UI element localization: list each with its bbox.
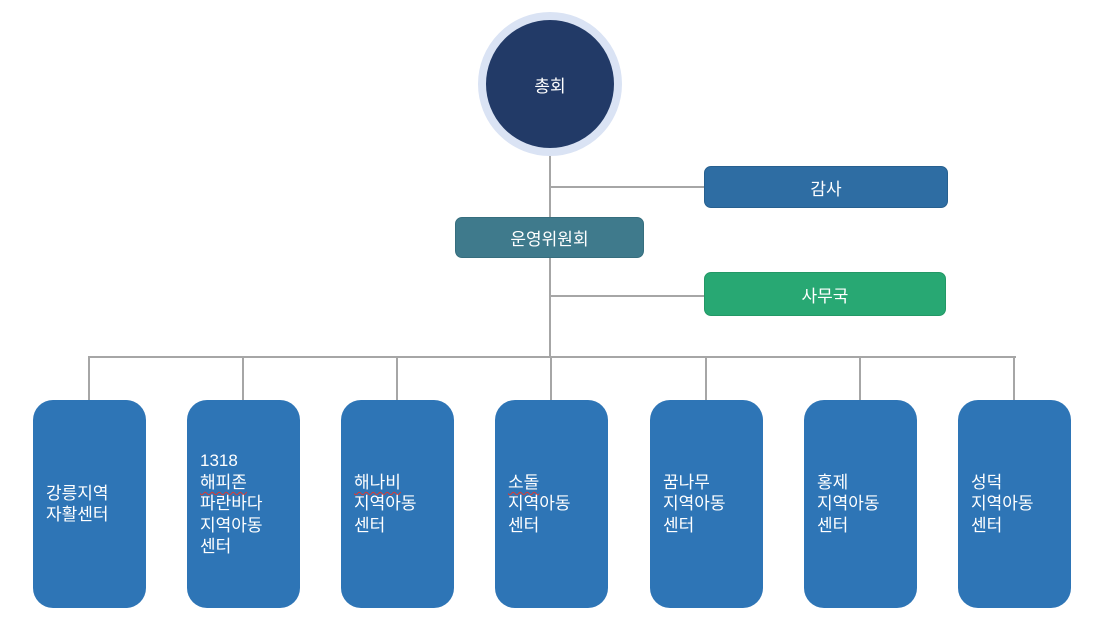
- center-label-line: 해나비: [354, 472, 401, 492]
- center-label-line: 소돌: [508, 472, 540, 492]
- center-label-line: 지역아동: [508, 494, 571, 514]
- connector-branch-audit: [550, 186, 704, 188]
- node-center-sodol: 소돌 지역아동 센터: [495, 400, 608, 608]
- center-label-line: 센터: [971, 515, 1003, 535]
- connector-drop-3: [396, 356, 398, 400]
- center-label-line: 센터: [663, 515, 695, 535]
- node-audit-label: 감사: [810, 179, 842, 199]
- center-label-line: 지역아동: [817, 494, 880, 514]
- node-center-hongje: 홍제 지역아동 센터: [804, 400, 917, 608]
- center-label-line: 센터: [508, 515, 540, 535]
- node-general-assembly-label: 총회: [534, 76, 566, 96]
- center-label-line: 지역아동: [200, 515, 263, 535]
- node-secretariat: 사무국: [704, 272, 946, 316]
- center-label-line: 센터: [354, 515, 386, 535]
- connector-committee-bus: [549, 258, 551, 358]
- center-label-line: 1318: [200, 451, 238, 471]
- center-label-line: 파란바다: [200, 494, 263, 514]
- node-secretariat-label: 사무국: [801, 286, 849, 306]
- connector-bus: [89, 356, 1016, 358]
- center-label-line: 지역아동: [971, 494, 1034, 514]
- center-label-line: 자활센터: [46, 505, 109, 524]
- node-center-seongdeok: 성덕 지역아동 센터: [958, 400, 1071, 608]
- connector-branch-secretariat: [550, 295, 704, 297]
- center-label-line: 지역아동: [354, 494, 417, 514]
- center-label-line: 홍제: [817, 472, 849, 492]
- center-label-line: 성덕: [971, 472, 1003, 492]
- connector-drop-2: [242, 356, 244, 400]
- center-label-line: 해피존: [200, 472, 247, 492]
- connector-drop-7: [1013, 356, 1015, 400]
- node-general-assembly: 총회: [478, 12, 622, 156]
- connector-drop-5: [705, 356, 707, 400]
- connector-drop-4: [550, 356, 552, 400]
- node-audit: 감사: [704, 166, 948, 208]
- center-label-line: 센터: [817, 515, 849, 535]
- connector-drop-6: [859, 356, 861, 400]
- node-center-haenabi: 해나비 지역아동 센터: [341, 400, 454, 608]
- center-label-line: 센터: [200, 537, 232, 557]
- center-label-line: 지역아동: [663, 494, 726, 514]
- node-center-1318-happyzone: 1318 해피존 파란바다 지역아동 센터: [187, 400, 300, 608]
- connector-drop-1: [88, 356, 90, 400]
- node-center-gangneung-jahwal: 강릉지역 자활센터: [33, 400, 146, 608]
- node-operating-committee-label: 운영위원회: [510, 230, 589, 249]
- center-label-line: 꿈나무: [663, 472, 710, 492]
- node-operating-committee: 운영위원회: [455, 217, 644, 258]
- center-label-line: 강릉지역: [46, 483, 109, 503]
- node-center-kkumnamu: 꿈나무 지역아동 센터: [650, 400, 763, 608]
